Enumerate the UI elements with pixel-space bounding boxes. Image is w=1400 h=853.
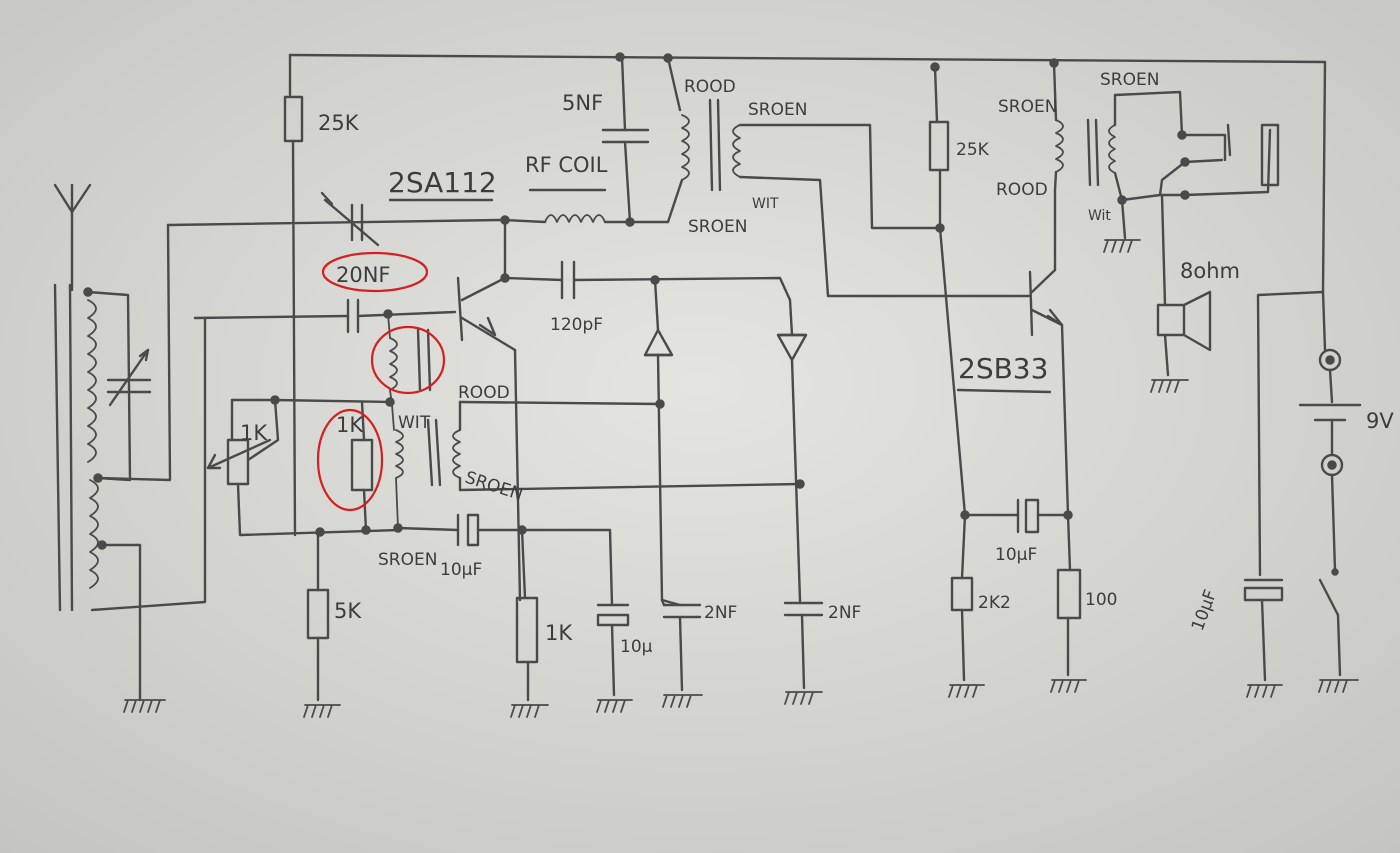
- label-9v: 9V: [1366, 409, 1394, 433]
- resistor-25k-left: [283, 95, 304, 537]
- label-10uf-b: 10µF: [995, 545, 1037, 565]
- label-2sa112: 2SA112: [388, 166, 497, 199]
- label-wit-right: Wit: [1088, 208, 1111, 224]
- resistor-25k-right: [928, 65, 970, 520]
- label-rf-coil: RF COIL: [525, 153, 608, 177]
- if-transformer-1: [666, 56, 1032, 298]
- capacitor-2nf-b: [783, 598, 824, 705]
- speaker-8ohm: [1150, 193, 1212, 393]
- resistor-5k: [303, 533, 341, 718]
- label-2k2: 2K2: [978, 593, 1011, 613]
- antenna: [53, 183, 92, 292]
- transistor-2sb33: [1028, 188, 1073, 520]
- label-2sb33: 2SB33: [958, 352, 1048, 385]
- label-1k-left: 1K: [240, 421, 268, 445]
- label-sroen-top: SROEN: [748, 100, 807, 120]
- label-10uf-a: 10µF: [440, 560, 482, 580]
- highlight-coil: [370, 325, 446, 395]
- label-wit-mid: WIT: [398, 413, 431, 433]
- battery-9v: [1298, 290, 1362, 576]
- label-wit-top: WIT: [752, 196, 779, 212]
- label-5k: 5K: [334, 599, 362, 623]
- capacitor-120pf: [503, 260, 792, 302]
- label-sroen-mid: SROEN: [688, 217, 747, 237]
- label-sroen-bottom: SROEN: [378, 550, 437, 570]
- ground-left: [123, 699, 166, 713]
- label-rood-mid: ROOD: [458, 383, 510, 403]
- label-8ohm: 8ohm: [1180, 259, 1240, 283]
- label-25k-left: 25K: [318, 111, 360, 135]
- resistor-1k-bottom: [510, 528, 549, 718]
- label-2nf-a: 2NF: [704, 603, 737, 623]
- capacitor-10uf-c: [1243, 290, 1325, 698]
- resistor-1k-mid: [315, 400, 374, 537]
- tuning-capacitor-left: [106, 348, 152, 407]
- label-10u: 10µ: [620, 637, 653, 657]
- label-1k-bottom: 1K: [545, 621, 573, 645]
- potentiometer-1k: [206, 395, 402, 537]
- capacitor-10u: [596, 603, 633, 713]
- label-120pf: 120pF: [550, 315, 603, 335]
- label-sroen-right: SROEN: [998, 97, 1057, 117]
- label-rood-top: ROOD: [684, 77, 736, 97]
- label-20nf: 20NF: [336, 263, 391, 287]
- variable-capacitor-top: [320, 191, 380, 247]
- label-25k-right: 25K: [956, 140, 990, 160]
- output-transformer: [1052, 61, 1184, 253]
- diode-1: [643, 278, 674, 602]
- resistor-100: [1050, 513, 1087, 693]
- resistor-2k2: [948, 513, 985, 698]
- power-switch: [1318, 578, 1359, 693]
- label-2nf-b: 2NF: [828, 603, 861, 623]
- wire-antenna-feed: [166, 218, 502, 227]
- label-100: 100: [1085, 590, 1117, 610]
- label-5nf: 5NF: [562, 91, 603, 115]
- capacitor-2nf-a: [660, 598, 703, 708]
- jack-socket: [1120, 123, 1280, 202]
- label-rood-right: ROOD: [996, 180, 1048, 200]
- label-1k-mid: 1K: [336, 413, 364, 437]
- diode-2: [776, 298, 808, 602]
- label-sroen-far: SROEN: [1100, 70, 1159, 90]
- label-underline-2sb33: [956, 388, 1052, 394]
- ferrite-rod-coil: [53, 223, 207, 702]
- highlight-1k: [316, 408, 384, 512]
- top-supply-rail: [288, 52, 1327, 294]
- capacitor-10uf-b: [963, 498, 1070, 534]
- highlight-20nf: [321, 251, 429, 293]
- capacitor-5nf: [601, 55, 650, 224]
